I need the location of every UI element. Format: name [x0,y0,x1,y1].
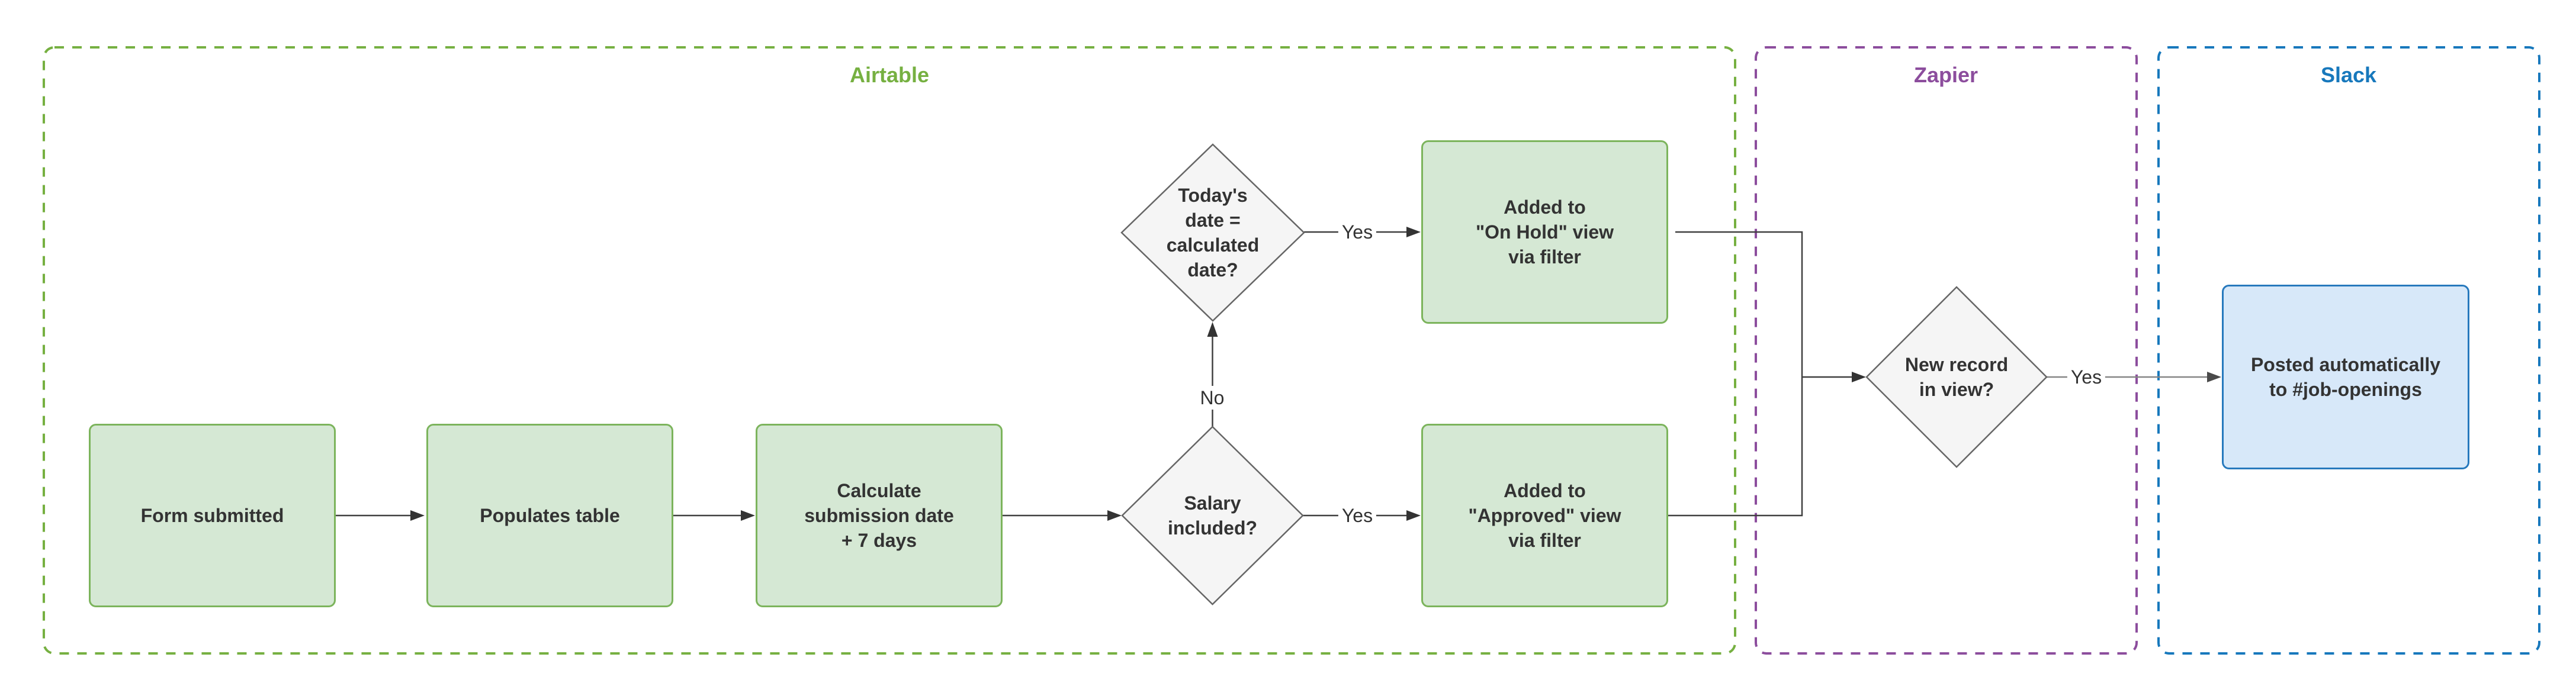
node-on-hold-view-label: Added to "On Hold" view via filter [1475,197,1614,268]
decision-date-diamond [1120,143,1305,322]
node-calculate-submission-date: Calculate submission date + 7 days [756,424,1003,607]
zapier-container-border [1755,46,2138,655]
edge-record-yes-arrowhead [2207,372,2221,382]
decision-salary-diamond [1121,426,1304,605]
slack-container-border [2157,46,2540,655]
edge-merge-to-record-arrowhead [1852,372,1866,382]
edge-label-salary-yes: Yes [1338,504,1377,527]
node-posted-slack: Posted automatically to #job-openings [2222,285,2469,469]
node-approved-view-label: Added to "Approved" view via filter [1468,480,1621,551]
node-populates-table-label: Populates table [480,505,620,526]
edge-populates-to-calculate-arrowhead [741,510,755,521]
edge-salary-yes-arrowhead [1406,510,1421,521]
edge-salary-no-arrowhead [1207,322,1218,337]
slack-container-label: Slack [2320,63,2377,87]
airtable-container-label: Airtable [849,63,930,87]
node-form-submitted-label: Form submitted [140,505,284,526]
node-posted-slack-label: Posted automatically to #job-openings [2250,354,2441,400]
zapier-container-label: Zapier [1913,63,1978,87]
node-populates-table: Populates table [426,424,673,607]
node-approved-view: Added to "Approved" view via filter [1421,424,1668,607]
edge-merge-junction [1668,231,1803,517]
edge-date-yes-arrowhead [1406,227,1421,237]
edge-form-to-populates-arrowhead [410,510,425,521]
decision-record-diamond [1865,286,2048,468]
edge-calculate-to-salary-arrowhead [1107,510,1122,521]
node-form-submitted: Form submitted [89,424,336,607]
node-on-hold-view: Added to "On Hold" view via filter [1421,140,1668,324]
edge-label-salary-no: No [1196,386,1228,410]
airtable-container-border [43,46,1736,655]
node-calculate-submission-date-label: Calculate submission date + 7 days [804,480,954,551]
edge-label-date-yes: Yes [1338,220,1377,244]
edge-label-record-yes: Yes [2067,365,2106,389]
